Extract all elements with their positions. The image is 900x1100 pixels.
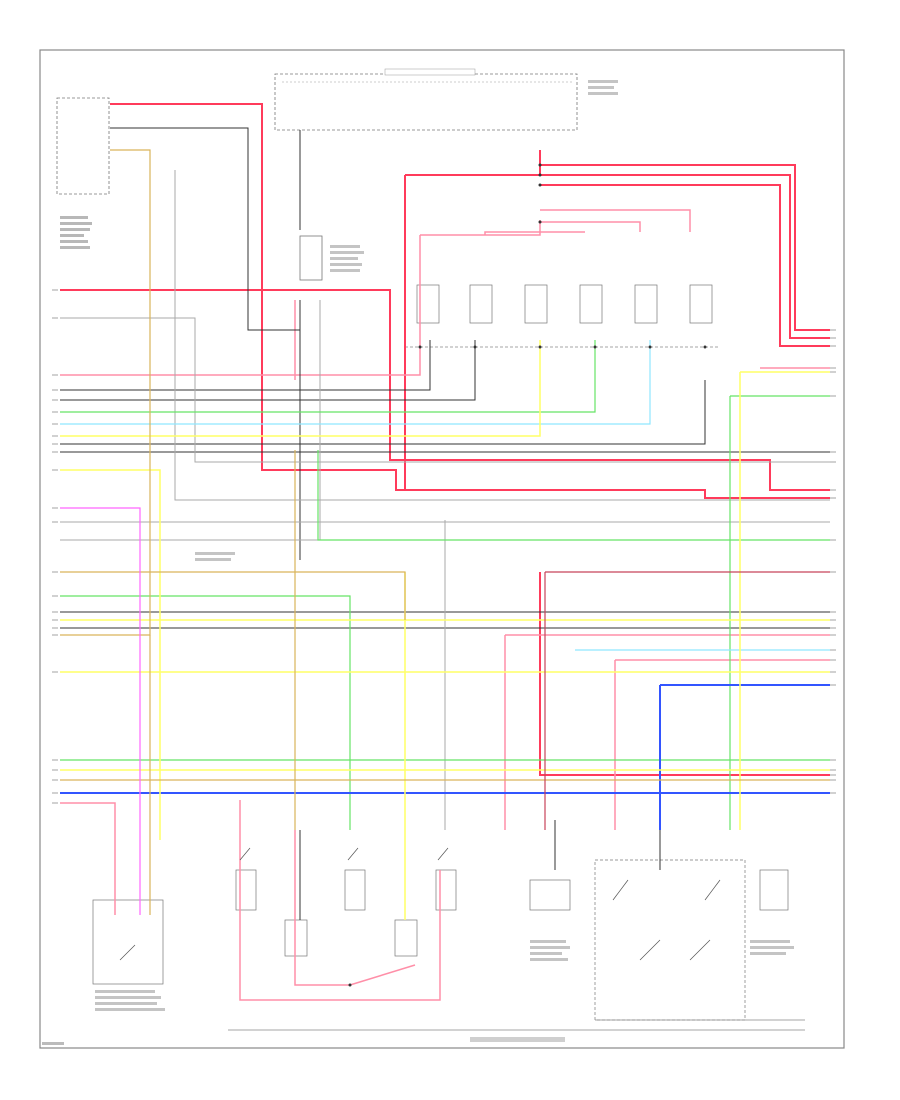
wire-lightblue-group (60, 340, 830, 651)
diagram-frame (39, 49, 845, 1049)
wire-purple-group (60, 507, 141, 915)
bottom-components (92, 859, 789, 1021)
wire-blue-group (60, 684, 830, 830)
corner-label-bar (42, 1042, 64, 1045)
wire-tan-group (60, 149, 830, 915)
right-connector-ticks (830, 329, 836, 794)
left-label-block (60, 216, 92, 249)
wire-yellow-group (60, 340, 830, 920)
wire-darkred-group (544, 571, 830, 830)
switch-symbols (119, 847, 721, 961)
component-box-mid (299, 235, 323, 281)
wire-gray-group (60, 170, 830, 830)
module-box-top-label (384, 68, 476, 76)
component-box-left-upper (56, 97, 110, 195)
splice-dots (348, 163, 707, 987)
bottom-label-bar (470, 1037, 565, 1042)
wire-green-group (60, 340, 830, 830)
wire-pink-group (60, 209, 830, 1001)
bottom-label-bars (95, 80, 794, 1011)
wire-red-group (60, 103, 830, 776)
relay-bank (416, 284, 713, 324)
module-box-top (274, 73, 578, 131)
left-connector-ticks (52, 289, 58, 804)
